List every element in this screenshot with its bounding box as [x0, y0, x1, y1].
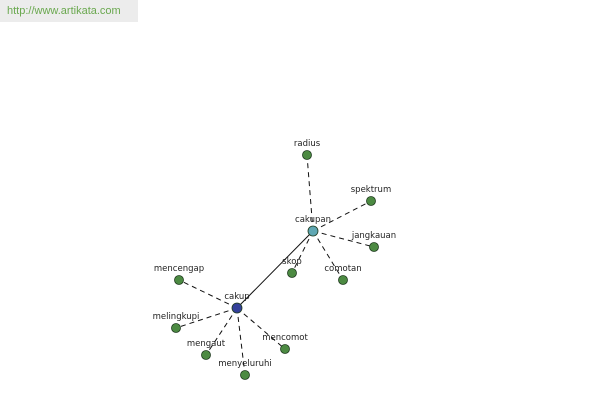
node-melingkupi-label: melingkupi [153, 312, 200, 322]
nodes-layer: radius spektrum jangkauan comotan skop mencen… [153, 139, 396, 380]
node-spektrum[interactable]: spektrum [351, 185, 391, 206]
edge-root-hub [236, 230, 314, 309]
node-mencengap-label: mencengap [154, 264, 204, 274]
edge-root-leaf [236, 307, 286, 350]
node-skop-label: skop [282, 257, 302, 267]
node-spektrum-label: spektrum [351, 185, 391, 195]
node-menyeluruhi[interactable]: menyeluruhi [218, 359, 272, 380]
node-radius[interactable]: radius [294, 139, 321, 160]
node-root-cakup-label: cakup [224, 292, 249, 302]
edge-hub-leaf [312, 230, 344, 281]
edge-root-leaf [236, 307, 246, 376]
node-skop-dot[interactable] [287, 268, 297, 278]
node-hub-cakupan-label: cakupan [295, 215, 331, 225]
node-radius-label: radius [294, 139, 321, 149]
edge-root-leaf [178, 279, 238, 309]
node-radius-dot[interactable] [302, 150, 312, 160]
edge-hub-leaf [312, 200, 372, 232]
node-jangkauan-dot[interactable] [369, 242, 379, 252]
edges-layer [175, 154, 375, 376]
node-hub-cakupan-dot[interactable] [307, 225, 319, 237]
node-mencengap[interactable]: mencengap [154, 264, 204, 285]
source-link[interactable]: http://www.artikata.com [7, 5, 121, 17]
node-mengaut-dot[interactable] [201, 350, 211, 360]
node-melingkupi[interactable]: melingkupi [153, 312, 200, 333]
node-melingkupi-dot[interactable] [171, 323, 181, 333]
node-mengaut[interactable]: mengaut [187, 339, 226, 360]
edge-root-leaf [175, 307, 238, 329]
edge-hub-leaf [312, 230, 375, 248]
node-mengaut-label: mengaut [187, 339, 226, 349]
node-root-cakup-dot[interactable] [231, 302, 243, 314]
node-root-cakup[interactable]: cakup [224, 292, 250, 314]
node-menyeluruhi-label: menyeluruhi [218, 359, 272, 369]
edge-hub-leaf [291, 230, 314, 274]
node-comotan-label: comotan [324, 264, 361, 274]
node-skop[interactable]: skop [282, 257, 302, 278]
node-jangkauan-label: jangkauan [351, 231, 396, 241]
node-comotan-dot[interactable] [338, 275, 348, 285]
node-mencomot-label: mencomot [262, 333, 308, 343]
node-mencomot[interactable]: mencomot [262, 333, 308, 354]
edge-hub-leaf [306, 154, 314, 232]
source-bar: http://www.artikata.com [0, 0, 138, 22]
node-spektrum-dot[interactable] [366, 196, 376, 206]
node-menyeluruhi-dot[interactable] [240, 370, 250, 380]
node-comotan[interactable]: comotan [324, 264, 362, 285]
edge-root-leaf [205, 307, 238, 356]
node-jangkauan[interactable]: jangkauan [351, 231, 396, 252]
node-mencomot-dot[interactable] [280, 344, 290, 354]
node-hub-cakupan[interactable]: cakupan [295, 215, 331, 237]
node-mencengap-dot[interactable] [174, 275, 184, 285]
